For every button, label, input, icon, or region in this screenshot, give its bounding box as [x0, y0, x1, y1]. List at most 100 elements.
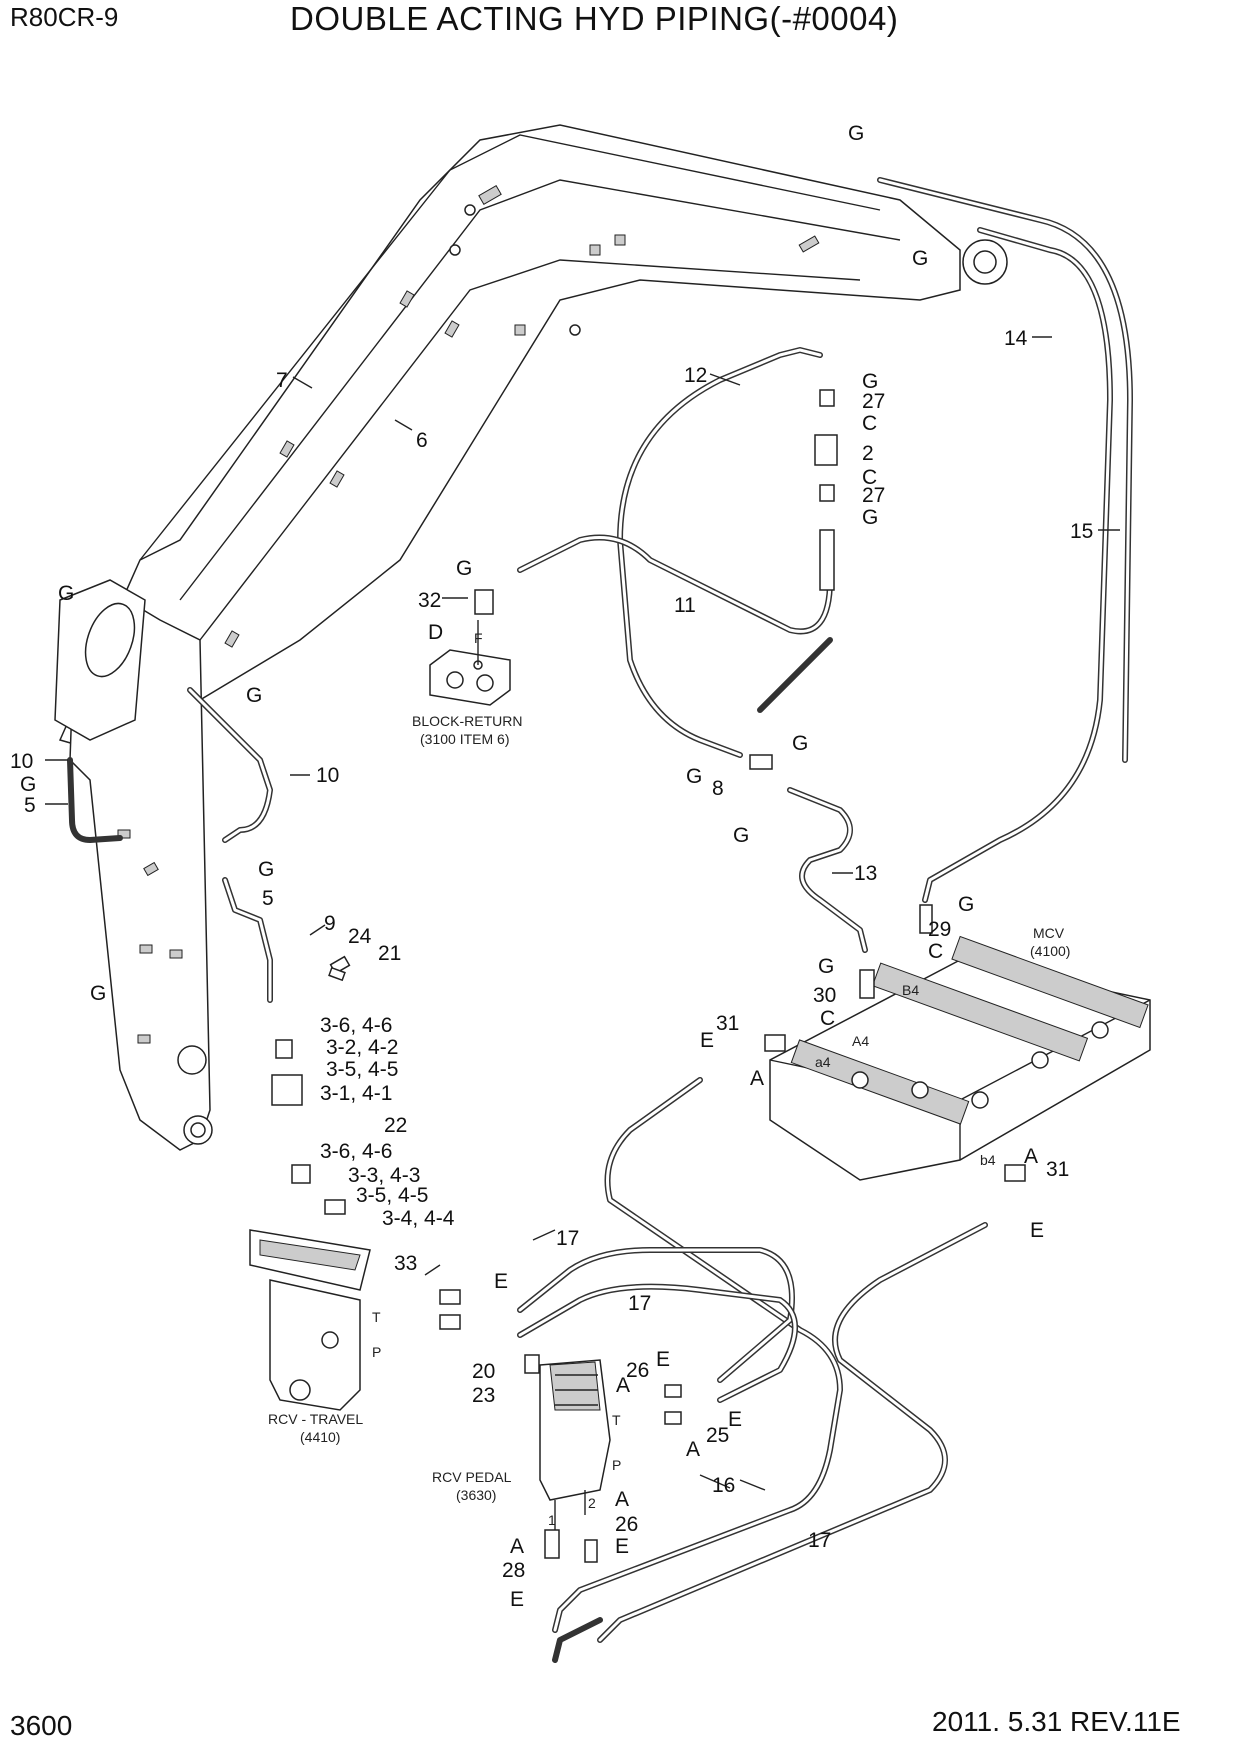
arm-drawing: [54, 579, 213, 1151]
callout: G: [862, 370, 878, 393]
port-b4: B4: [902, 982, 919, 998]
callout: 17: [628, 1292, 651, 1315]
port-1: 1: [548, 1512, 556, 1528]
callout: 3-5, 4-5: [326, 1058, 398, 1081]
callout: G: [818, 955, 834, 978]
callout: C: [862, 412, 877, 435]
callout: 15: [1070, 520, 1093, 543]
callout: A: [750, 1067, 764, 1090]
port-p1: P: [372, 1344, 381, 1360]
rcv-travel-part: T P: [249, 1229, 381, 1411]
callout: 13: [854, 862, 877, 885]
callout: 27: [862, 390, 885, 413]
callout: E: [615, 1535, 629, 1558]
callout: G: [792, 732, 808, 755]
port-f: F: [474, 630, 483, 646]
callout: 5: [24, 794, 36, 817]
callout: 3-3, 4-3: [348, 1164, 420, 1187]
callout: G: [246, 684, 262, 707]
callout: E: [700, 1029, 714, 1052]
port-p2: P: [612, 1457, 621, 1473]
callout: E: [510, 1588, 524, 1611]
hose-lines: [67, 177, 1133, 1663]
callout: 27: [862, 484, 885, 507]
callout: G: [90, 982, 106, 1005]
port-t1: T: [372, 1309, 381, 1325]
callout: 5: [262, 887, 274, 910]
mcv-name: MCV: [1033, 925, 1065, 941]
callout: 30: [813, 984, 836, 1007]
port-2: 2: [588, 1495, 596, 1511]
rcv-pedal-name: RCV PEDAL: [432, 1469, 512, 1485]
callout: 10: [10, 750, 33, 773]
callout: G: [456, 557, 472, 580]
callout: 28: [502, 1559, 525, 1582]
callout: C: [820, 1007, 835, 1030]
callout: A: [1024, 1145, 1038, 1168]
callout: 9: [324, 912, 336, 935]
callout: E: [1030, 1219, 1044, 1242]
page-title: DOUBLE ACTING HYD PIPING(-#0004): [290, 0, 899, 37]
callout: G: [912, 247, 928, 270]
callout: G: [20, 773, 36, 796]
callout: 14: [1004, 327, 1028, 350]
callout: 29: [928, 918, 951, 941]
callout: E: [494, 1270, 508, 1293]
callout: 17: [556, 1227, 579, 1250]
callout: 3-6, 4-6: [320, 1014, 392, 1037]
port-b4-lower: b4: [980, 1152, 996, 1168]
callout: 16: [712, 1474, 735, 1497]
callout: 3-1, 4-1: [320, 1082, 392, 1105]
callout: 12: [684, 364, 707, 387]
fittings: [271, 389, 1026, 1563]
callout: A: [686, 1438, 700, 1461]
rcv-pedal-part: T P 1 2: [539, 1359, 621, 1550]
callout: 32: [418, 589, 441, 612]
leader-lines: [45, 336, 1120, 1491]
block-return-name: BLOCK-RETURN: [412, 713, 522, 729]
page-number: 3600: [10, 1710, 73, 1741]
callout: C: [928, 940, 943, 963]
callout: G: [258, 858, 274, 881]
callout: G: [686, 765, 702, 788]
callout: E: [656, 1348, 670, 1371]
port-a4-upper: A4: [852, 1033, 869, 1049]
callout-labels: G G G G G G G G G G G G G G G 7 6 12 27 …: [10, 122, 1093, 1611]
callout: 3-6, 4-6: [320, 1140, 392, 1163]
block-return-ref: (3100 ITEM 6): [420, 731, 509, 747]
callout: 23: [472, 1384, 495, 1407]
model-code: R80CR-9: [10, 2, 119, 32]
callout: 7: [276, 369, 288, 392]
callout: 31: [1046, 1158, 1069, 1181]
callout: 3-4, 4-4: [382, 1207, 455, 1230]
callout: 33: [394, 1252, 417, 1275]
callout: 11: [674, 594, 696, 617]
port-t2: T: [612, 1412, 621, 1428]
block-return-part: [429, 620, 511, 706]
mcv-valve-block: [769, 935, 1151, 1181]
callout: 21: [378, 942, 401, 965]
callout: E: [728, 1408, 742, 1431]
callout: 26: [626, 1359, 649, 1382]
callout: G: [58, 582, 74, 605]
port-a4-lower: a4: [815, 1054, 831, 1070]
callout: 3-5, 4-5: [356, 1184, 428, 1207]
callout: 10: [316, 764, 339, 787]
callout: G: [848, 122, 864, 145]
callout: 22: [384, 1114, 407, 1137]
callout: C: [862, 466, 877, 489]
rcv-travel-ref: (4410): [300, 1429, 340, 1445]
revision-date: 2011. 5.31 REV.11E: [932, 1706, 1181, 1737]
callout: G: [958, 893, 974, 916]
callout: 2: [862, 442, 874, 465]
callout: 24: [348, 925, 372, 948]
callout: 3-2, 4-2: [326, 1036, 398, 1059]
callout: A: [510, 1535, 524, 1558]
rcv-travel-name: RCV - TRAVEL: [268, 1411, 363, 1427]
boom-drawing: [58, 124, 1008, 761]
callout: 17: [808, 1529, 831, 1552]
callout: A: [615, 1488, 629, 1511]
callout: 6: [416, 429, 428, 452]
callout: A: [616, 1374, 630, 1397]
